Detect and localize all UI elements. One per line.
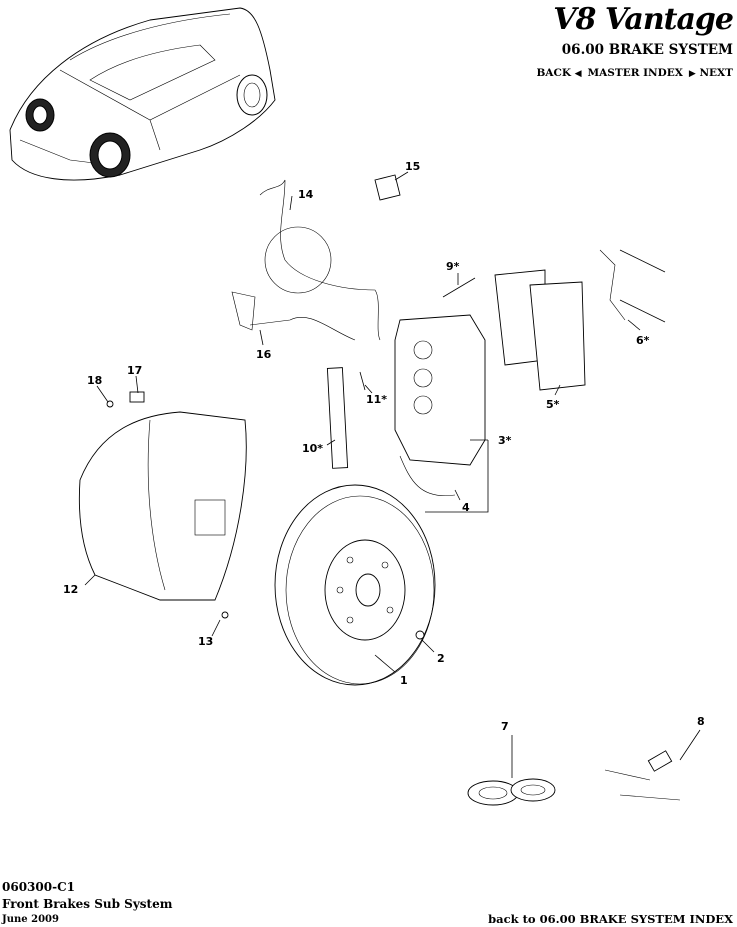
brake-disc	[274, 484, 436, 686]
car-illustration	[9, 7, 276, 181]
callout-9: 9*	[446, 260, 460, 273]
callout-3: 3*	[498, 434, 512, 447]
callout-6: 6*	[636, 334, 650, 347]
brand-logo: V8 Vantage	[553, 2, 734, 37]
diagram-title: Front Brakes Sub System	[2, 897, 173, 911]
callout-1: 1	[400, 674, 408, 687]
callout-16: 16	[256, 348, 272, 361]
next-link[interactable]: ▶ NEXT	[689, 67, 733, 79]
diagram-code: 060300-C1	[2, 880, 75, 894]
callout-labels: 1 2 3* 4 5* 6* 7 8 9* 10* 11* 12 13 14 1…	[63, 160, 705, 733]
section-title: 06.00 BRAKE SYSTEM	[561, 42, 733, 58]
callout-2: 2	[437, 652, 445, 665]
leader-lines	[84, 171, 701, 778]
callout-15: 15	[405, 160, 420, 173]
nav-bar: BACK ◀ MASTER INDEX ▶ NEXT	[536, 67, 733, 79]
back-to-index-link[interactable]: back to 06.00 BRAKE SYSTEM INDEX	[488, 912, 733, 926]
diagram-date: June 2009	[2, 914, 59, 925]
master-index-link[interactable]: MASTER INDEX	[587, 67, 683, 79]
brake-pads	[494, 269, 586, 391]
pad-pins	[599, 249, 666, 323]
callout-10: 10*	[302, 442, 323, 455]
brake-caliper	[394, 314, 486, 466]
next-label: NEXT	[699, 67, 733, 79]
back-link[interactable]: BACK ◀	[536, 67, 581, 79]
callout-4: 4	[462, 501, 470, 514]
callout-17: 17	[127, 364, 142, 377]
right-arrow-icon: ▶	[688, 69, 696, 79]
callout-13: 13	[198, 635, 213, 648]
callout-18: 18	[87, 374, 102, 387]
callout-5: 5*	[546, 398, 560, 411]
callout-14: 14	[298, 188, 314, 201]
callout-12: 12	[63, 583, 78, 596]
left-arrow-icon: ◀	[574, 69, 582, 79]
splash-shield	[78, 411, 247, 601]
callout-7: 7	[501, 720, 509, 733]
back-label: BACK	[536, 67, 571, 79]
callout-8: 8	[697, 715, 705, 728]
callout-11: 11*	[366, 393, 387, 406]
